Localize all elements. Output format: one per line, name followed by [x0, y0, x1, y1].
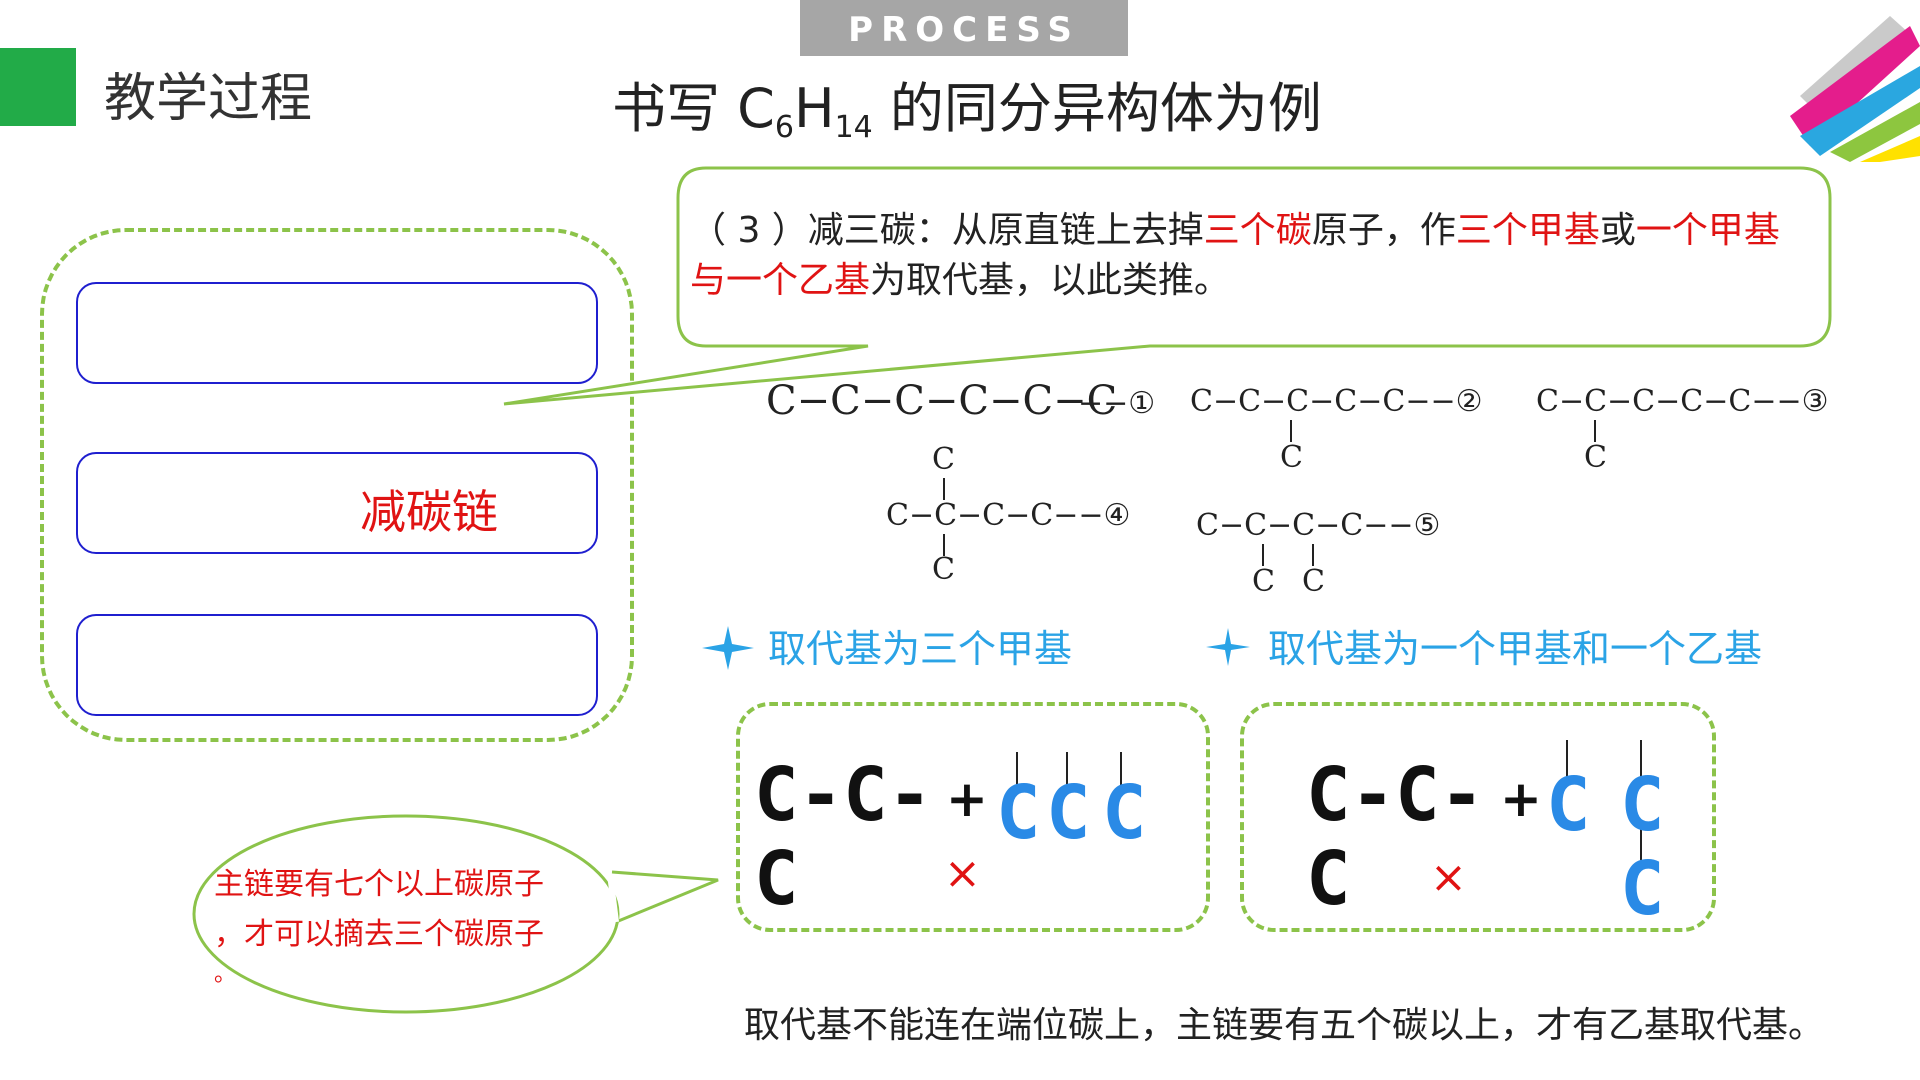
left-panel-frame — [40, 228, 634, 742]
bond-line — [1290, 420, 1292, 442]
structure-3: C−C−C−C−C−−③ — [1536, 384, 1829, 419]
process-banner: PROCESS — [800, 0, 1128, 56]
example-box-methyl-ethyl — [1240, 702, 1716, 932]
bond-line — [1640, 740, 1642, 780]
structure-2: C−C−C−C−C−−② — [1190, 384, 1483, 419]
structure-1: C−C−C−C−C−C — [766, 378, 1118, 424]
heading-methyl-ethyl: 取代基为一个甲基和一个乙基 — [1268, 627, 1763, 671]
bond-line — [1312, 544, 1314, 566]
structure-4-bottom: C — [932, 552, 955, 587]
bond-line — [1640, 824, 1642, 860]
ethyl-carbon: C — [1620, 762, 1665, 848]
bond-line — [1066, 752, 1068, 792]
reduce-chain-label: 减碳链 — [360, 485, 498, 539]
cross-icon: × — [944, 848, 981, 899]
structure-2-branch: C — [1280, 440, 1303, 475]
structure-4-top: C — [932, 442, 955, 477]
methyl-carbon: C — [1546, 762, 1591, 848]
methyl-carbon: C — [996, 770, 1041, 856]
page-title: 书写 C6H14 的同分异构体为例 — [612, 64, 1322, 145]
title-subscript: 6 — [774, 110, 794, 145]
chain-bottom-carbon: C — [754, 836, 799, 922]
methyl-carbon: C — [1046, 770, 1091, 856]
callout-text: （ 3 ）减三碳：从原直链上去掉三个碳原子，作三个甲基或一个甲基与一个乙基为取代… — [690, 206, 1810, 306]
bubble-line: ，才可以摘去三个碳原子 — [214, 917, 544, 952]
decorative-logo — [1790, 16, 1920, 162]
callout-seg: 或 — [1599, 210, 1636, 251]
bond-line — [1016, 752, 1018, 792]
structure-5: C−C−C−C−−⑤ — [1196, 508, 1441, 543]
sparkle-icon — [702, 626, 754, 670]
callout-highlight: 三个甲基 — [1455, 210, 1600, 251]
sparkle-icon — [1206, 628, 1250, 666]
speech-bubble-text: 主链要有七个以上碳原子 ，才可以摘去三个碳原子 。 — [214, 860, 594, 990]
footer-note: 取代基不能连在端位碳上，主链要有五个碳以上，才有乙基取代基。 — [744, 1005, 1825, 1046]
callout-seg: 原子，作 — [1311, 210, 1456, 251]
chain-fragment: C-C- — [1306, 752, 1485, 838]
structure-3-branch: C — [1584, 440, 1607, 475]
structure-5-branch-1: C — [1252, 564, 1275, 599]
example-box-three-methyl — [736, 702, 1210, 932]
structure-4: C−C−C−C−−④ — [886, 498, 1131, 533]
outline-box-1 — [76, 282, 598, 384]
plus-sign: + — [1500, 770, 1542, 828]
section-marker — [0, 48, 76, 126]
bubble-line: 。 — [214, 962, 237, 987]
bond-line — [943, 478, 945, 500]
bond-line — [1594, 420, 1596, 442]
bond-line — [1120, 752, 1122, 792]
title-part: H — [793, 77, 835, 140]
structure-1-tag: −−① — [1078, 386, 1156, 421]
outline-box-2 — [76, 452, 598, 554]
callout-highlight: 三个碳 — [1203, 210, 1312, 251]
section-title: 教学过程 — [104, 69, 313, 129]
callout-bubble — [503, 166, 1832, 406]
bubble-line: 主链要有七个以上碳原子 — [214, 867, 544, 902]
callout-highlight: 一个甲基与一个乙基 — [690, 210, 1780, 301]
heading-three-methyl: 取代基为三个甲基 — [768, 627, 1073, 671]
ethyl-carbon: C — [1620, 846, 1665, 932]
cross-icon: × — [1430, 852, 1467, 903]
title-subscript: 14 — [834, 110, 873, 145]
bond-line — [943, 534, 945, 556]
title-part: 书写 C — [612, 77, 775, 140]
callout-seg: （ 3 ）减三碳：从原直链上去掉 — [690, 210, 1204, 251]
callout-seg: 为取代基，以此类推。 — [870, 260, 1231, 301]
plus-sign: + — [946, 770, 988, 828]
chain-bottom-carbon: C — [1306, 836, 1351, 922]
title-part: 的同分异构体为例 — [872, 77, 1322, 140]
bond-line — [1262, 544, 1264, 566]
chain-fragment: C-C- — [754, 752, 933, 838]
bond-line — [1566, 740, 1568, 780]
speech-bubble — [192, 814, 719, 1014]
structure-5-branch-2: C — [1302, 564, 1325, 599]
methyl-carbon: C — [1102, 770, 1147, 856]
outline-box-3 — [76, 614, 598, 716]
